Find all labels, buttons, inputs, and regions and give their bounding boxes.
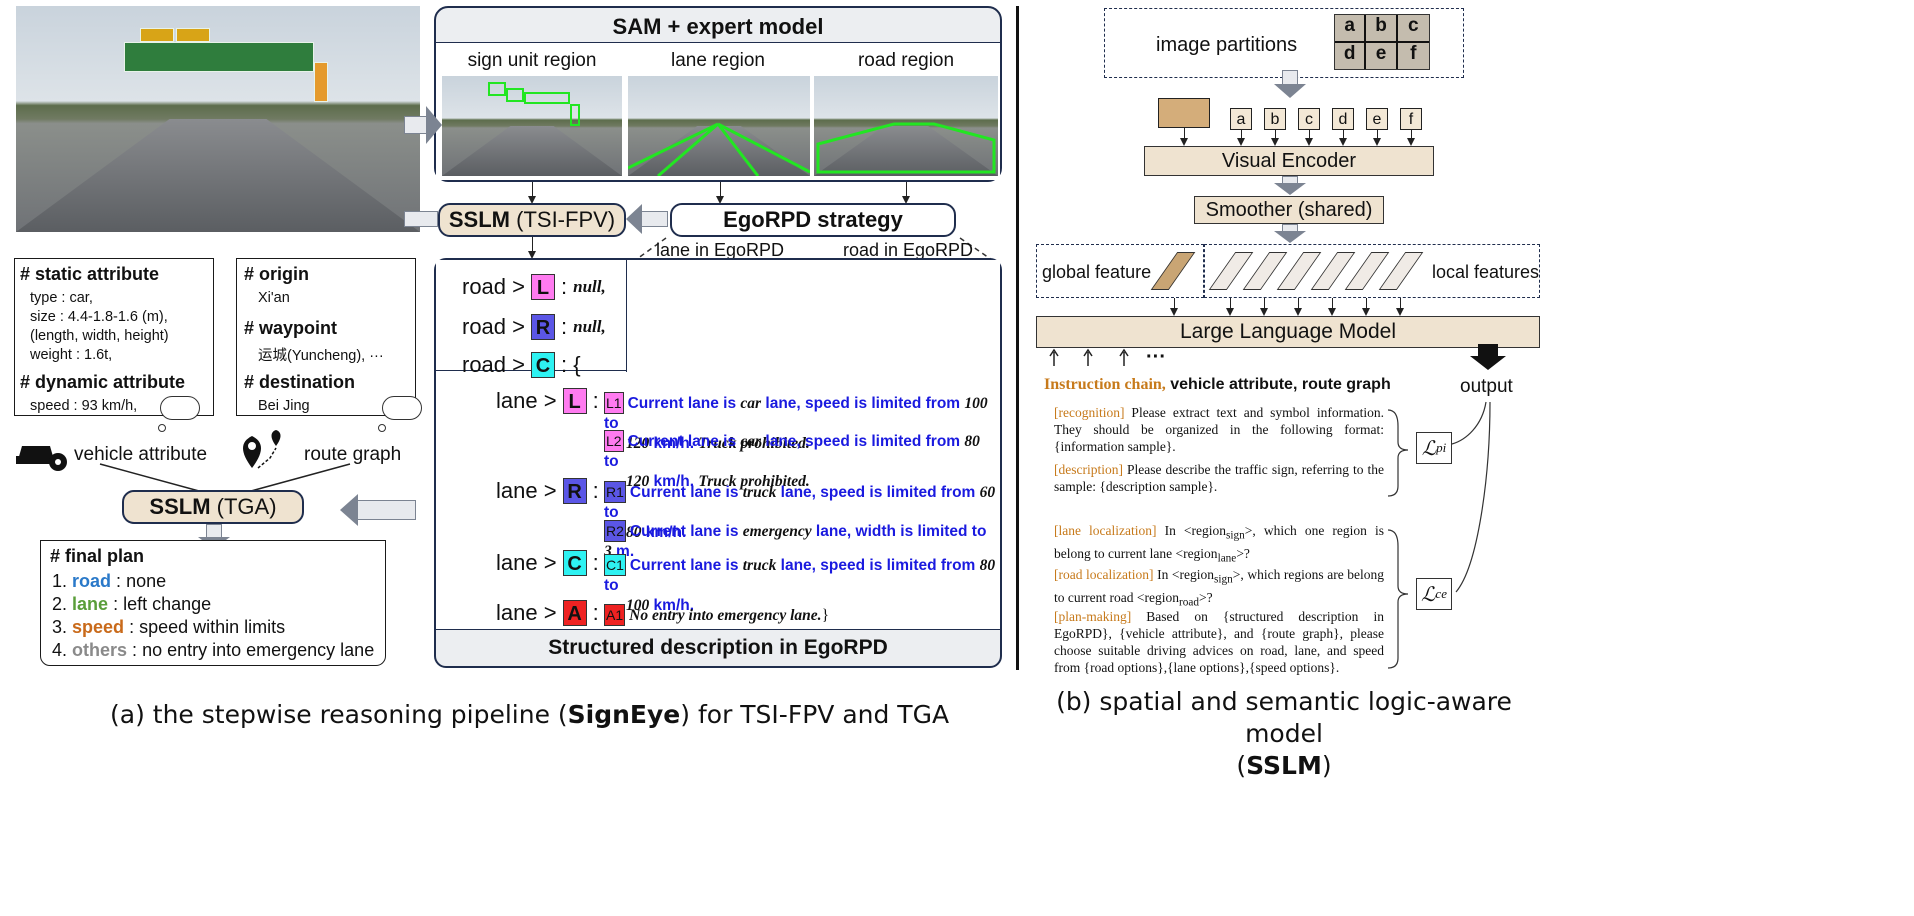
thought-bubble-icon	[382, 396, 422, 420]
input-ellipsis: ···	[1146, 346, 1166, 368]
instr-description: [description] Please describe the traffi…	[1054, 462, 1384, 494]
origin-value: Xi'an	[258, 290, 290, 306]
partition-grid: a b c d e f	[1334, 14, 1430, 70]
partition-cell-f: f	[1400, 108, 1422, 130]
lane-row-C: lane >C:	[496, 550, 599, 576]
partition-cell-e: e	[1366, 108, 1388, 130]
road-row-L: road >L: null,	[462, 274, 606, 300]
partition-cell-a: a	[1230, 108, 1252, 130]
vehicle-attribute-box	[14, 258, 214, 416]
origin-header: # origin	[244, 264, 310, 284]
loss-braces	[1387, 401, 1491, 669]
region-label-sign: sign unit region	[467, 50, 597, 71]
egorpd-strategy-node: EgoRPD strategy	[670, 203, 956, 237]
destination-value: Bei Jing	[258, 398, 310, 414]
route-graph-label: route graph	[304, 444, 402, 465]
smoother-node: Smoother (shared)	[1194, 196, 1384, 224]
plan-item-road: 1. road : none	[52, 571, 167, 591]
vehicle-attribute-label: vehicle attribute	[74, 444, 208, 465]
partition-cell-d: d	[1332, 108, 1354, 130]
image-partitions-label: image partitions	[1156, 34, 1298, 56]
caption-a: (a) the stepwise reasoning pipeline (Sig…	[110, 700, 950, 729]
road-row-C: road >C: {	[462, 352, 581, 378]
ego-lane-label: lane in EgoRPD	[655, 240, 785, 260]
global-feature-box	[1036, 244, 1204, 298]
waypoint-value: 运城(Yuncheng), ···	[258, 348, 384, 364]
route-pin-icon	[243, 430, 281, 469]
lane-row-R: lane >R:	[496, 478, 599, 504]
panel-divider	[1016, 6, 1019, 670]
sslm-tsi-sub: (TSI-FPV)	[516, 207, 616, 232]
lane-row-A: lane >A:	[496, 600, 599, 626]
destination-header: # destination	[244, 372, 356, 392]
input-arrows	[1049, 348, 1129, 366]
static-line-3: (length, width, height)	[30, 328, 169, 344]
dynamic-line-1: speed : 93 km/h,	[30, 398, 138, 414]
road-row-R: road >R: null,	[462, 314, 606, 340]
instr-lane-localization: [lane localization] In <regionsign>, whi…	[1054, 523, 1384, 565]
waypoint-header: # waypoint	[244, 318, 338, 338]
sslm-tga-node: SSLM (TGA)	[122, 490, 304, 524]
sign-unit-region-image	[442, 76, 622, 176]
arrow-to-sam	[404, 116, 428, 134]
llm-node: Large Language Model	[1036, 316, 1540, 348]
instr-plan-making: [plan-making] Based on {structured descr…	[1054, 609, 1384, 675]
dynamic-header: # dynamic attribute	[20, 372, 186, 392]
sslm-tga-sub: (TGA)	[216, 494, 277, 519]
ego-road-label: road in EgoRPD	[842, 240, 974, 260]
local-features-box	[1204, 244, 1540, 298]
caption-b: (b) spatial and semantic logic-aware mod…	[1056, 687, 1512, 780]
partition-cell-b: b	[1264, 108, 1286, 130]
sslm-tga-title: SSLM	[149, 494, 211, 519]
route-graph-box	[236, 258, 416, 416]
car-gear-icon	[16, 446, 67, 471]
egorpd-title: EgoRPD strategy	[723, 207, 903, 232]
plan-item-lane: 2. lane : left change	[52, 594, 212, 614]
visual-encoder-node: Visual Encoder	[1144, 146, 1434, 176]
global-feature-label: global feature	[1042, 262, 1152, 282]
partition-cell-c: c	[1298, 108, 1320, 130]
static-header: # static attribute	[20, 264, 160, 284]
region-label-road: road region	[857, 50, 955, 71]
instruction-chain-title: Instruction chain, vehicle attribute, ro…	[1044, 376, 1391, 393]
road-scene-photo	[16, 6, 420, 232]
final-plan-box	[40, 540, 386, 666]
road-region-image	[814, 76, 998, 176]
struct-footer: Structured description in EgoRPD	[548, 636, 888, 659]
local-features-label: local features	[1432, 262, 1540, 282]
output-label: output	[1460, 376, 1513, 397]
thought-bubble-icon	[160, 396, 200, 420]
output-arrow	[1478, 344, 1498, 358]
instr-road-localization: [road localization] In <regionsign>, whi…	[1054, 567, 1384, 609]
static-line-2: size : 4.4-1.8-1.6 (m),	[30, 309, 168, 325]
instr-recognition: [recognition] Please extract text and sy…	[1054, 405, 1384, 454]
sslm-tsi-title: SSLM	[448, 207, 510, 232]
final-plan-header: # final plan	[50, 546, 145, 566]
region-label-lane: lane region	[670, 50, 766, 71]
static-line-4: weight : 1.6t,	[30, 347, 113, 363]
plan-item-speed: 3. speed : speed within limits	[52, 617, 286, 637]
lane-region-image	[628, 76, 810, 176]
global-image-tile	[1158, 98, 1210, 128]
static-line-1: type : car,	[30, 290, 93, 306]
lane-row-L: lane >L:	[496, 388, 599, 414]
sam-title: SAM + expert model	[612, 14, 824, 39]
sslm-tsi-fpv-node: SSLM (TSI-FPV)	[438, 203, 626, 237]
plan-item-others: 4. others : no entry into emergency lane	[52, 640, 375, 660]
